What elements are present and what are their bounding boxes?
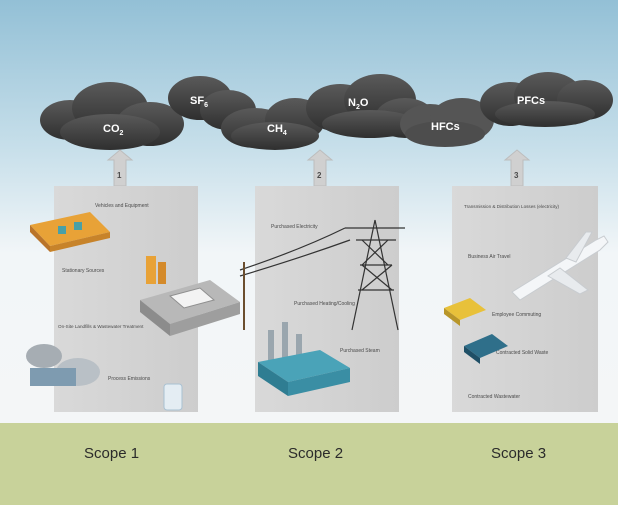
scope2-item-heating: Purchased Heating/Cooling (294, 301, 355, 307)
scope1-item-landfills: On-Site Landfills & Wastewater Treatment (58, 324, 144, 329)
cloud-band: CO2 SF6 CH4 N2O HFCs PFCs (40, 72, 613, 150)
scope-footer: Scope 1 Scope 2 Scope 3 (0, 423, 618, 505)
scope1-number: 1 (117, 171, 122, 180)
scope3-item-commuting: Employee Commuting (492, 312, 541, 318)
cloud-pfcs (480, 72, 613, 127)
cloud-co2 (40, 82, 184, 150)
gas-label-co2: CO2 (103, 123, 124, 137)
gas-label-sf6: SF6 (190, 95, 208, 109)
scope3-panel-bg (452, 186, 598, 412)
scope2-arrow (306, 149, 334, 187)
stationary-source-icon (140, 256, 240, 336)
scope1-label: Scope 1 (84, 445, 140, 462)
scope2-item-electricity: Purchased Electricity (271, 224, 318, 230)
scope3-item-losses: Transmission & Distribution Losses (elec… (464, 204, 560, 209)
scope3-item-wastewater: Contracted Wastewater (468, 394, 520, 400)
scope2-number: 2 (317, 171, 322, 180)
scope3-item-air-travel: Business Air Travel (468, 254, 511, 260)
scope3-label: Scope 3 (491, 445, 547, 462)
gas-label-hfcs: HFCs (431, 121, 460, 133)
yellow-car-icon (444, 298, 486, 326)
vehicles-icon (30, 212, 110, 252)
power-pylon-icon (239, 219, 405, 331)
scope2-panel: 2 Purchased Electricity Purchased Heatin… (239, 149, 405, 412)
gas-label-n2o: N2O (348, 97, 369, 111)
factory-icon (258, 322, 350, 396)
scope1-item-process: Process Emissions (108, 376, 151, 382)
scope1-arrow (106, 149, 134, 187)
airplane-icon (511, 231, 609, 301)
wastewater-tanks-icon (26, 344, 183, 411)
scope2-item-steam: Purchased Steam (340, 348, 380, 354)
gas-label-ch4: CH4 (267, 123, 287, 137)
scope3-panel: 3 Transmission & Distribution Losses (el… (444, 149, 609, 412)
scope1-item-stationary: Stationary Sources (62, 268, 105, 274)
scope1-item-vehicles: Vehicles and Equipment (95, 203, 149, 209)
greenhouse-gas-illustration: CO2 SF6 CH4 N2O HFCs PFCs 1 Vehicles and… (0, 0, 618, 423)
scope2-label: Scope 2 (288, 445, 344, 462)
scope1-panel: 1 Vehicles and Equipment Stationary Sour… (26, 149, 240, 412)
gas-label-pfcs: PFCs (517, 95, 545, 107)
scope3-arrow (503, 149, 531, 187)
scope3-item-solid-waste: Contracted Solid Waste (496, 350, 549, 356)
cloud-hfcs (400, 98, 494, 147)
blue-car-icon (464, 334, 508, 364)
scope3-number: 3 (514, 171, 519, 180)
